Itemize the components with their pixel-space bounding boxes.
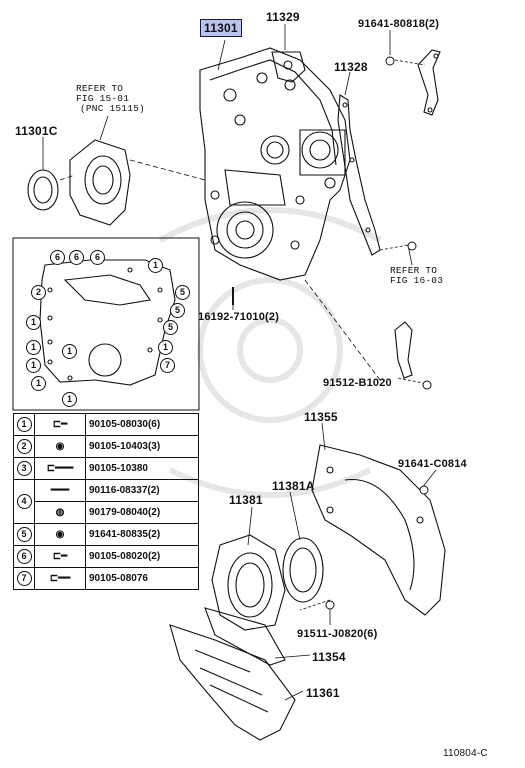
bolt-head-icon: ◉ xyxy=(55,529,65,540)
legend-number: 4 xyxy=(16,494,32,509)
part-label-bolt-plate[interactable]: 91641-C0814 xyxy=(398,458,467,470)
legend-number: 3 xyxy=(16,461,32,476)
legend-number: 7 xyxy=(16,571,32,586)
legend-row[interactable]: 5 ◉ 91641-80835(2) xyxy=(13,523,199,546)
part-label-retainer[interactable]: 11381 xyxy=(229,493,263,507)
refer-note-top-line1: REFER TO xyxy=(76,83,124,94)
part-label-bracket-bolt[interactable]: 91512-B1020 xyxy=(323,377,392,389)
part-label-timing-cover-gasket[interactable]: 11329 xyxy=(266,10,300,24)
bolt-long-icon: ⊏━ xyxy=(52,419,68,430)
refer-note-top-line3: (PNC 15115) xyxy=(80,103,145,114)
refer-note-right-line1: REFER TO xyxy=(390,265,438,276)
inset-callout-5b: 5 xyxy=(170,303,185,318)
leader-lines xyxy=(42,24,437,701)
inset-callout-1h: 1 xyxy=(62,344,77,359)
inset-callout-1e: 1 xyxy=(62,392,77,407)
legend-number: 1 xyxy=(16,417,32,432)
part-label-oil-pan-part[interactable]: 11354 xyxy=(312,650,346,664)
inset-callout-6a: 6 xyxy=(50,250,65,265)
refer-note-top-line2: FIG 15-01 xyxy=(76,93,130,104)
part-label-bolt-retainer[interactable]: 91511-J0820(6) xyxy=(297,628,378,640)
legend-part-number[interactable]: 90105-08030(6) xyxy=(85,413,199,436)
bracket-top-right xyxy=(417,49,441,116)
legend-part-number[interactable]: 90105-10403(3) xyxy=(85,435,199,458)
part-label-stud[interactable]: 16192-71010(2) xyxy=(198,311,280,323)
legend-row[interactable]: ◍ 90179-08040(2) xyxy=(14,501,199,524)
legend-row[interactable]: 2 ◉ 90105-10403(3) xyxy=(13,435,199,458)
inset-callout-1g: 1 xyxy=(158,340,173,355)
legend-row[interactable]: 1 ⊏━ 90105-08030(6) xyxy=(13,413,199,436)
inset-callout-5a: 5 xyxy=(175,285,190,300)
inset-callout-1a: 1 xyxy=(26,315,41,330)
inset-callout-7: 7 xyxy=(160,358,175,373)
inset-callout-6c: 6 xyxy=(90,250,105,265)
rear-plate-drawing xyxy=(311,444,446,616)
gasket-11329-drawing xyxy=(271,51,306,83)
legend-part-number[interactable]: 90116-08337(2) xyxy=(85,479,199,502)
retainer-drawing xyxy=(211,534,324,631)
legend-part-number[interactable]: 90179-08040(2) xyxy=(85,501,199,524)
pump-housing-drawing xyxy=(69,139,131,226)
oil-pan-part-drawing xyxy=(204,607,286,666)
bolt-head-icon: ◉ xyxy=(55,441,65,452)
legend-part-number[interactable]: 90105-08020(2) xyxy=(85,545,199,568)
legend-row[interactable]: 3 ⊏━━━ 90105-10380 xyxy=(13,457,199,480)
legend-number: 2 xyxy=(16,439,32,454)
figure-id: 110804-C xyxy=(443,748,488,759)
bolt-long-icon: ⊏━━━ xyxy=(46,463,74,474)
inset-callout-2: 2 xyxy=(31,285,46,300)
part-label-rear-plate[interactable]: 11355 xyxy=(304,410,338,424)
legend-part-number[interactable]: 90105-08076 xyxy=(85,567,199,590)
part-label-bolt-top-right[interactable]: 91641-80818(2) xyxy=(358,18,440,30)
legend-part-number[interactable]: 90105-10380 xyxy=(85,457,199,480)
legend-part-number[interactable]: 91641-80835(2) xyxy=(85,523,199,546)
legend-number: 5 xyxy=(16,527,32,542)
bolt-long-icon: ━━━ xyxy=(50,485,70,496)
inset-callout-1d: 1 xyxy=(31,376,46,391)
inset-callout-1f: 1 xyxy=(148,258,163,273)
bolt-short-icon: ⊏━ xyxy=(52,551,68,562)
inset-callout-1c: 1 xyxy=(26,358,41,373)
refer-note-right-line2: FIG 16-03 xyxy=(390,275,444,286)
legend-row[interactable]: 6 ⊏━ 90105-08020(2) xyxy=(13,545,199,568)
oil-seal-drawing xyxy=(27,169,59,211)
small-bracket-drawing xyxy=(394,321,413,379)
part-label-timing-cover[interactable]: 11301 xyxy=(200,19,242,37)
part-label-gasket-right[interactable]: 11328 xyxy=(334,60,368,74)
part-label-bottom-plate[interactable]: 11361 xyxy=(306,686,340,700)
timing-cover-drawing xyxy=(199,47,351,281)
part-label-oil-seal[interactable]: 11301C xyxy=(15,124,58,138)
legend-row[interactable]: 7 ⊏━━ 90105-08076 xyxy=(13,567,199,590)
inset-callout-6b: 6 xyxy=(69,250,84,265)
part-label-retainer-seal[interactable]: 11381A xyxy=(272,479,315,493)
legend-number: 6 xyxy=(16,549,32,564)
fastener-legend-table: 1 ⊏━ 90105-08030(6) 2 ◉ 90105-10403(3) 3… xyxy=(13,413,199,590)
legend-row[interactable]: 4 ━━━ 90116-08337(2) xyxy=(13,479,199,524)
bottom-plate-drawing xyxy=(169,624,296,741)
washer-icon: ◍ xyxy=(55,507,65,518)
bolt-long-icon: ⊏━━ xyxy=(49,573,71,584)
inset-callout-5c: 5 xyxy=(163,320,178,335)
inset-callout-1b: 1 xyxy=(26,340,41,355)
